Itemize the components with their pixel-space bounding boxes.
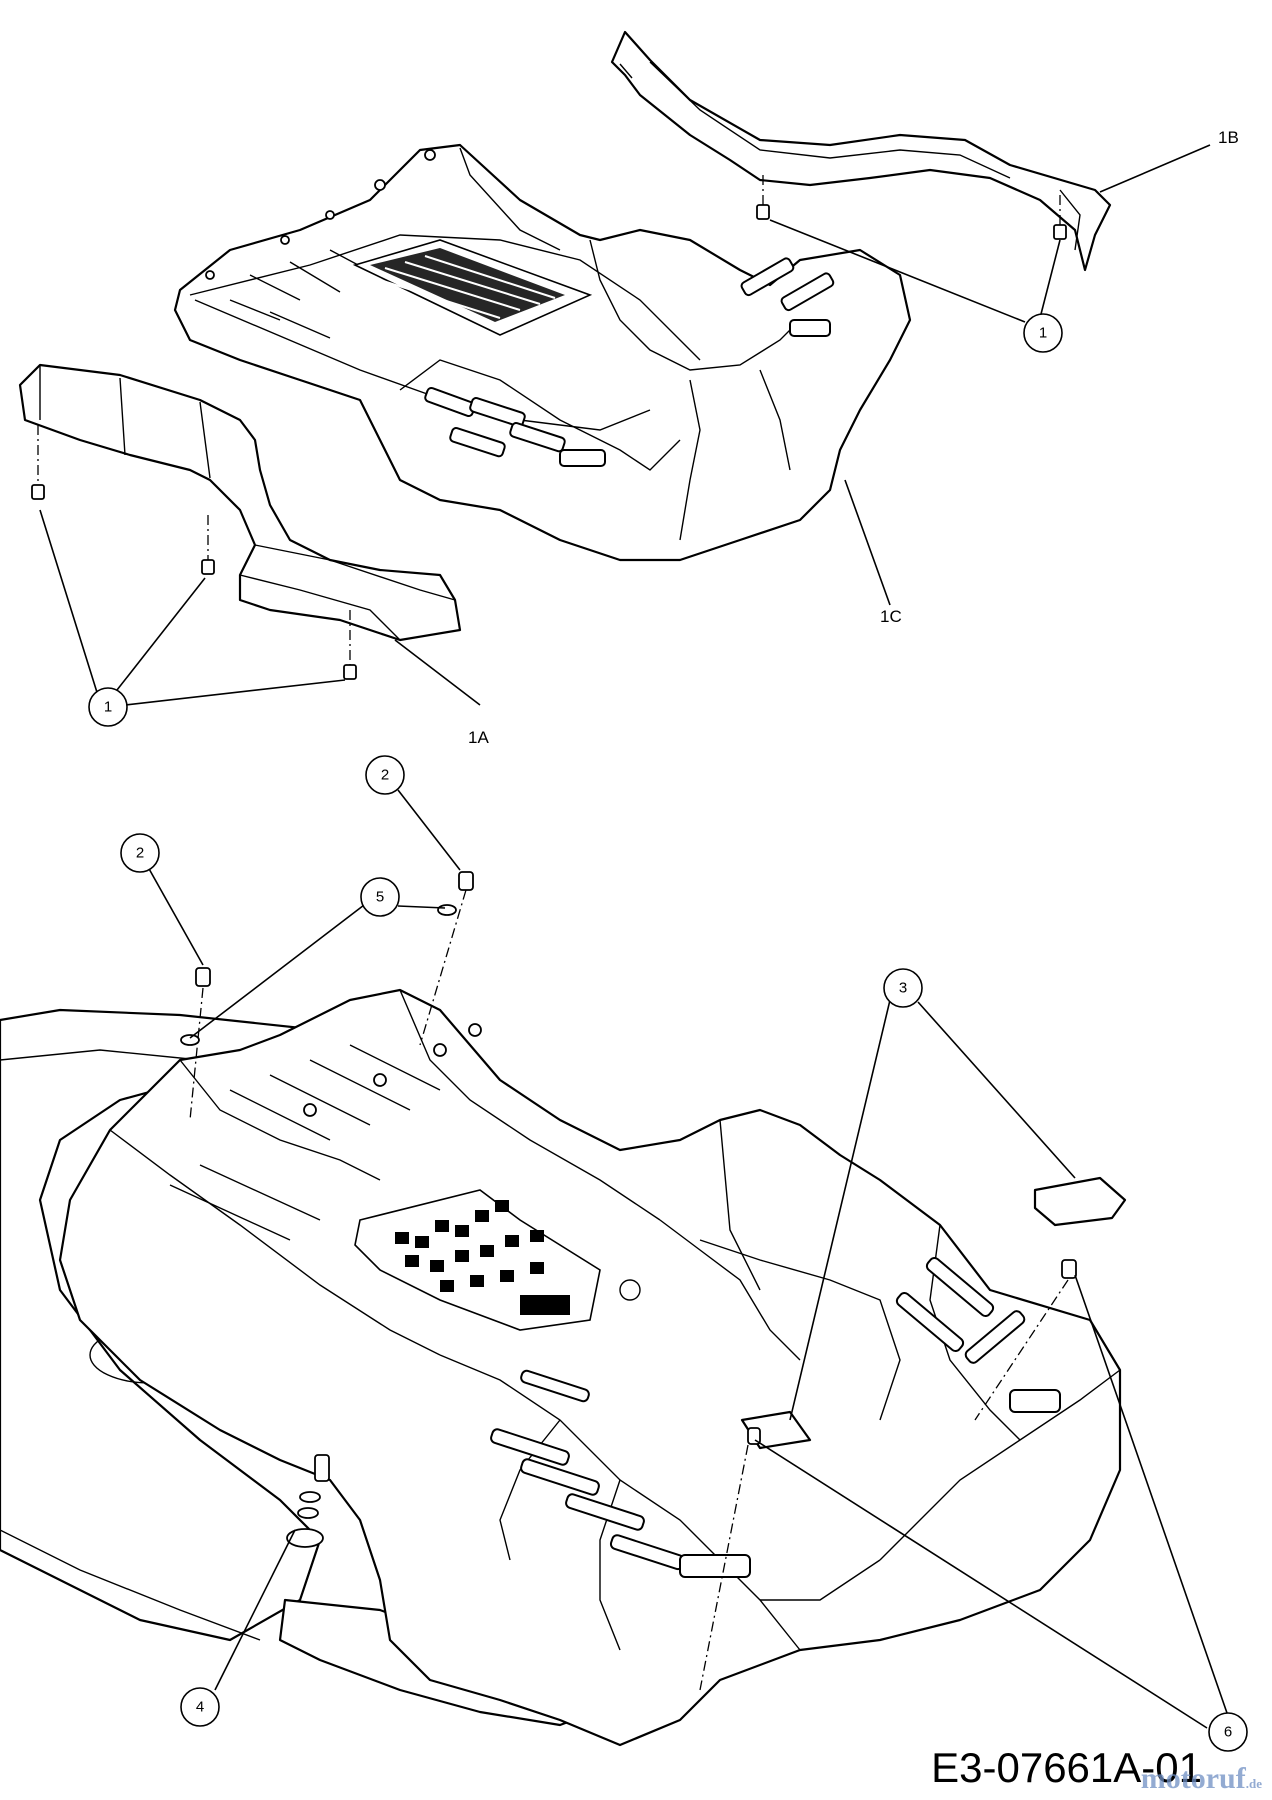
screw-icon — [195, 967, 211, 987]
drawing-number: E3-07661A-01 — [931, 1744, 1202, 1791]
callout-1-top-left: 1 — [88, 687, 128, 727]
svg-text:1: 1 — [104, 699, 112, 716]
fasteners-bottom — [180, 871, 1077, 1691]
stud-icon — [314, 1454, 330, 1482]
svg-text:5: 5 — [376, 889, 384, 906]
callout-1-top-right: 1 — [1023, 313, 1063, 353]
washer-icon — [299, 1491, 321, 1503]
mount-boss — [468, 1023, 482, 1037]
mount-boss — [374, 179, 386, 191]
callout-4: 4 — [180, 1687, 220, 1727]
mount-boss — [424, 149, 436, 161]
callout-5: 5 — [360, 877, 400, 917]
fender-assembly — [58, 988, 1122, 1747]
svg-text:3: 3 — [899, 980, 907, 997]
svg-text:2: 2 — [381, 767, 389, 784]
label-1a: 1A — [468, 728, 489, 747]
mount-boss — [433, 1043, 447, 1057]
svg-text:4: 4 — [196, 1699, 204, 1716]
top-assembly: 1 1 1B 1C 1A — [18, 30, 1239, 747]
mount-boss — [205, 270, 215, 280]
screws-item-1-top — [31, 175, 1067, 680]
callout-6: 6 — [1208, 1712, 1248, 1752]
cap-item-3 — [1033, 1176, 1127, 1227]
svg-text:6: 6 — [1224, 1724, 1232, 1741]
svg-text:1: 1 — [1039, 325, 1047, 342]
screw-icon — [458, 871, 474, 891]
callout-2-upper: 2 — [365, 755, 405, 795]
mount-boss — [280, 235, 290, 245]
watermark-brand: motoruf — [1140, 1762, 1246, 1795]
screw-icon — [747, 1427, 761, 1445]
svg-text:2: 2 — [136, 845, 144, 862]
callout-3: 3 — [883, 968, 923, 1008]
washer-icon — [297, 1507, 319, 1519]
mount-boss — [325, 210, 335, 220]
callout-2-left: 2 — [120, 833, 160, 873]
label-1b: 1B — [1218, 128, 1239, 147]
mount-boss — [373, 1073, 387, 1087]
screw-icon — [756, 204, 770, 220]
screw-icon — [31, 484, 45, 500]
leaders-top — [39, 144, 1211, 706]
washer-icon — [437, 904, 457, 916]
watermark-logo: motoruf.de — [1141, 1762, 1262, 1796]
screw-icon — [201, 559, 215, 575]
screw-icon — [343, 664, 357, 680]
part-1a-trim — [18, 363, 462, 642]
bushing-icon — [286, 1528, 324, 1548]
part-1c-fender — [173, 143, 912, 562]
watermark-suffix: .de — [1245, 1776, 1262, 1791]
warning-decal-top — [352, 239, 593, 336]
leaders-bottom — [147, 789, 1228, 1729]
label-1c: 1C — [880, 607, 902, 626]
screw-icon — [1061, 1259, 1077, 1279]
washer-icon — [180, 1034, 200, 1046]
mount-boss — [303, 1103, 317, 1117]
control-decal — [354, 1189, 641, 1331]
screw-icon — [1053, 224, 1067, 240]
bottom-assembly: 2 2 5 3 4 6 — [0, 755, 1248, 1752]
part-1b-trim — [610, 30, 1112, 272]
